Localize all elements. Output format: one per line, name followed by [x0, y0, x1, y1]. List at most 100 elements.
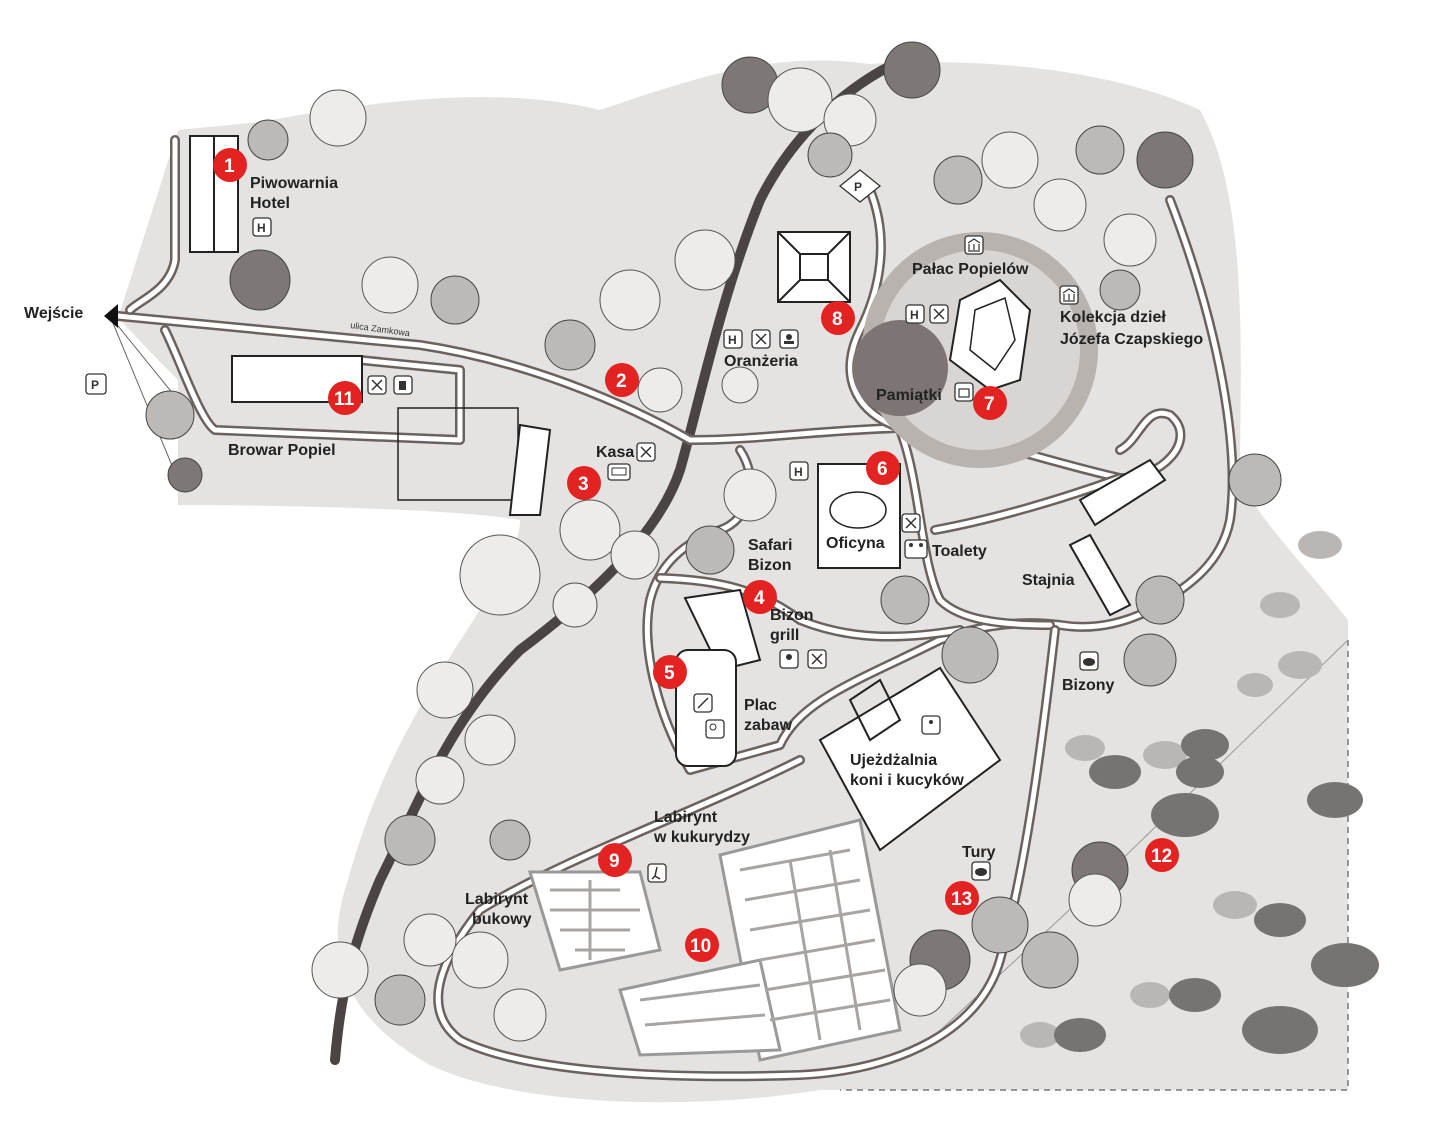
svg-text:13: 13 — [951, 889, 972, 910]
ticket-icon — [607, 463, 631, 481]
entrance-arrow-icon — [104, 304, 118, 328]
service-icons[interactable]: H H H H — [252, 217, 1099, 883]
svg-text:6: 6 — [877, 459, 888, 480]
restaurant-icon — [751, 329, 771, 349]
marker-11: 11 — [328, 381, 362, 415]
restaurant-icon — [929, 304, 949, 324]
marker-10: 10 — [685, 928, 719, 962]
corn-maze — [618, 818, 902, 1062]
svg-text:P: P — [854, 180, 862, 194]
svg-text:H: H — [910, 308, 919, 322]
buildings — [189, 135, 1167, 852]
label-kolekcja-1: Kolekcja dzieł — [1060, 309, 1166, 326]
entrance-boundary — [109, 315, 179, 481]
marker-3: 3 — [567, 466, 601, 500]
palace-island — [852, 320, 948, 416]
safari-building — [683, 588, 762, 672]
label-hotel: Hotel — [250, 195, 290, 212]
hotel-icon: H — [789, 461, 809, 481]
svg-text:10: 10 — [690, 936, 711, 957]
marker-2: 2 — [605, 363, 639, 397]
svg-text:H: H — [728, 333, 737, 347]
museum-icon — [1059, 285, 1079, 305]
trees — [145, 41, 1282, 1042]
gift-icon — [954, 382, 974, 402]
label-toalety: Toalety — [932, 543, 987, 560]
parking-sign-west[interactable]: P — [85, 373, 107, 395]
svg-text:9: 9 — [609, 851, 620, 872]
label-oficyna: Oficyna — [826, 535, 885, 552]
svg-text:8: 8 — [832, 309, 843, 330]
label-kasa: Kasa — [596, 444, 634, 461]
label-kolekcja-2: Józefa Czapskiego — [1060, 331, 1203, 348]
hotel-icon: H — [252, 217, 272, 237]
label-oranzeria: Oranżeria — [724, 353, 798, 370]
closed-box-icon — [636, 442, 656, 462]
label-bizony: Bizony — [1062, 677, 1115, 694]
cafe-icon — [779, 329, 799, 349]
label-bizon: Bizon — [748, 557, 792, 574]
bison-herd — [1020, 531, 1379, 1054]
svg-text:H: H — [794, 465, 803, 479]
restaurant-icon — [807, 649, 827, 669]
museum-icon — [964, 235, 984, 255]
svg-text:4: 4 — [754, 588, 765, 609]
svg-text:5: 5 — [664, 663, 675, 684]
hotel-icon: H — [905, 304, 925, 324]
location-markers[interactable]: 1 2 3 4 5 6 7 8 9 10 11 12 13 — [213, 148, 1179, 962]
entrance-label: Wejście — [24, 305, 83, 322]
restaurant-icon — [367, 375, 387, 395]
label-safari: Safari — [748, 537, 792, 554]
stable-building-2 — [1068, 533, 1132, 617]
label-labirynt-kukurydzy-2: w kukurydzy — [653, 829, 750, 846]
parking-sign-palace[interactable]: P — [838, 169, 882, 203]
marker-1: 1 — [213, 148, 247, 182]
svg-text:2: 2 — [616, 371, 627, 392]
marker-7: 7 — [973, 386, 1007, 420]
label-labirynt-bukowy-1: Labirynt — [465, 891, 529, 908]
marker-6: 6 — [866, 451, 900, 485]
label-zabaw: zabaw — [744, 717, 793, 734]
cafe-icon — [779, 649, 799, 669]
label-labirynt-bukowy-2: bukowy — [472, 911, 532, 928]
svg-text:3: 3 — [578, 474, 589, 495]
beer-icon — [393, 375, 413, 395]
svg-text:P: P — [91, 378, 99, 392]
labels: Piwowarnia Hotel Browar Popiel Kasa Safa… — [228, 175, 1203, 928]
tennis-icon — [705, 719, 725, 739]
marker-8: 8 — [821, 301, 855, 335]
label-piwowarnia: Piwowarnia — [250, 175, 338, 192]
marker-13: 13 — [945, 881, 979, 915]
label-stajnia: Stajnia — [1022, 572, 1075, 589]
palace-building — [948, 278, 1032, 392]
label-bizon-grill-1: Bizon — [770, 607, 814, 624]
label-pamiatki: Pamiątki — [876, 387, 942, 404]
marker-5: 5 — [653, 655, 687, 689]
marker-4: 4 — [743, 580, 777, 614]
bison-icon — [971, 861, 991, 881]
kasa-building — [508, 423, 552, 516]
closed-box-icon — [901, 513, 921, 533]
playground-icon — [693, 693, 713, 713]
marker-9: 9 — [598, 843, 632, 877]
label-ujezdzalnia-1: Ujeżdżalnia — [850, 752, 937, 769]
label-browar-popiel: Browar Popiel — [228, 442, 336, 459]
svg-text:H: H — [257, 221, 266, 235]
bison-icon — [1079, 651, 1099, 671]
label-plac: Plac — [744, 697, 777, 714]
svg-text:1: 1 — [224, 156, 235, 177]
label-bizon-grill-2: grill — [770, 627, 799, 644]
marker-12: 12 — [1145, 838, 1179, 872]
stable-building-1 — [1078, 458, 1167, 527]
label-ujezdzalnia-2: koni i kucyków — [850, 772, 964, 789]
svg-text:7: 7 — [984, 394, 995, 415]
label-palac: Pałac Popielów — [912, 261, 1029, 278]
hotel-icon: H — [723, 329, 743, 349]
svg-text:11: 11 — [334, 389, 355, 410]
riding-hall — [818, 666, 1002, 852]
label-tury: Tury — [962, 844, 996, 861]
toilet-icon — [904, 539, 928, 559]
riding-icon — [921, 715, 941, 735]
svg-text:12: 12 — [1151, 846, 1172, 867]
